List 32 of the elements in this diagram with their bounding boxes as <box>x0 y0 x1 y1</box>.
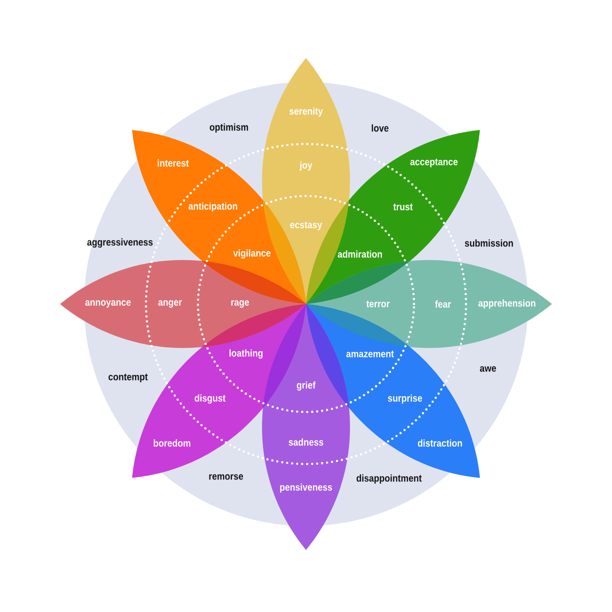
emotion-label: ecstasy <box>290 222 322 230</box>
emotion-label: annoyance <box>85 300 131 308</box>
emotion-label: pensiveness <box>280 483 332 493</box>
emotion-label: admiration <box>338 250 382 258</box>
emotion-label: terror <box>366 300 390 308</box>
dyad-label: contempt <box>108 374 148 382</box>
emotion-label: boredom <box>154 439 190 447</box>
emotion-label: joy <box>300 161 312 171</box>
emotion-label: interest <box>158 159 189 167</box>
emotion-label: loathing <box>230 349 263 359</box>
emotion-label: apprehension <box>478 299 536 309</box>
dyad-label: optimism <box>210 123 248 133</box>
dyad-label: awe <box>480 366 496 372</box>
emotion-label: trust <box>393 204 413 210</box>
dyad-label: disappointment <box>356 474 422 484</box>
emotion-label: vigilance <box>233 249 271 259</box>
dyad-label: aggressiveness <box>87 238 153 248</box>
emotion-label: anger <box>158 300 182 308</box>
emotion-label: serenity <box>289 107 323 117</box>
emotion-label: disgust <box>194 394 226 404</box>
emotion-label: sadness <box>288 438 324 446</box>
emotion-label: acceptance <box>410 158 458 168</box>
dyad-label: remorse <box>209 474 244 480</box>
emotion-label: amazement <box>346 350 394 358</box>
emotion-label: surprise <box>388 394 422 404</box>
dyad-label: submission <box>464 239 513 247</box>
emotion-label: anticipation <box>188 202 238 212</box>
dyad-label: love <box>372 124 389 132</box>
emotion-label: grief <box>296 381 316 391</box>
emotion-label: distraction <box>418 439 462 447</box>
emotion-label: rage <box>231 300 249 308</box>
emotion-label: fear <box>435 300 451 308</box>
